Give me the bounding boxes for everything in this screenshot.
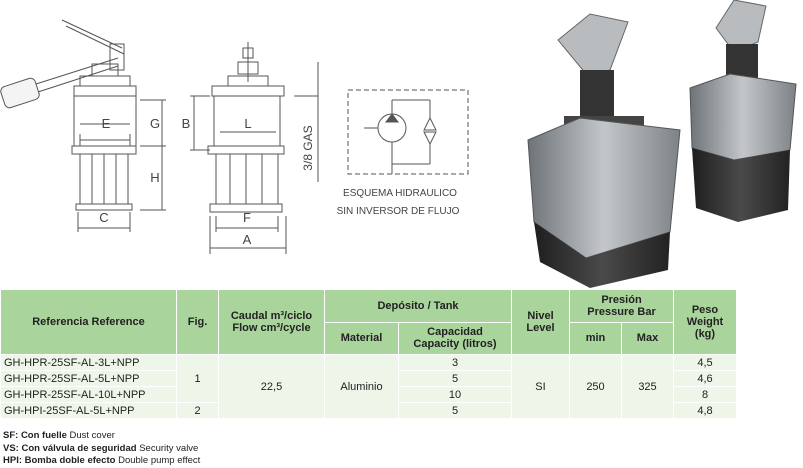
gas-label: 3/8 GAS	[301, 125, 315, 170]
header-capacidad-line1: Capacidad	[427, 326, 483, 339]
dim-label-h: H	[150, 170, 159, 185]
cell-fig: 1	[176, 354, 219, 403]
table-row: GH-HPR-25SF-AL-5L+NPP 5 4,6	[0, 370, 737, 387]
header-capacidad-line2: Capacity (litros)	[413, 338, 497, 351]
header-capacidad: Capacidad Capacity (litros)	[398, 321, 512, 355]
header-presion-line2: Pressure Bar	[587, 305, 656, 318]
hydraulic-schema-drawing	[347, 89, 469, 175]
footnote: VS: Con válvula de seguridad Security va…	[3, 443, 200, 456]
header-nivel-line2: Level	[526, 322, 555, 334]
cell-weight: 4,8	[673, 402, 737, 419]
footnote: HPI: Bomba doble efecto Double pump effe…	[3, 455, 200, 468]
header-peso-line1: Peso	[691, 304, 719, 316]
product-photos	[527, 0, 797, 288]
dim-label-a: A	[243, 232, 252, 247]
cell-reference: GH-HPR-25SF-AL-5L+NPP	[0, 370, 177, 387]
pump-front-view-drawing	[190, 42, 319, 254]
schema-title-line1: ESQUEMA HIDRAULICO	[343, 188, 457, 199]
pump-photo-large	[527, 13, 681, 288]
footnote-desc: Double pump effect	[115, 455, 201, 466]
table-row: GH-HPR-25SF-AL-10L+NPP 10 8	[0, 386, 737, 403]
cell-pressure-max: 325	[621, 354, 674, 419]
cell-weight: 4,6	[673, 370, 737, 387]
header-presion-line1: Presión	[601, 293, 642, 306]
footnote-abbr: VS: Con válvula de seguridad	[3, 442, 137, 454]
header-caudal-line2: Flow cm³/cycle	[232, 322, 311, 334]
schema-title-line2: SIN INVERSOR DE FLUJO	[337, 206, 460, 217]
cell-flow: 22,5	[218, 354, 325, 419]
spec-table: Referencia Reference Fig. Caudal m³/cicl…	[0, 289, 737, 419]
pump-photo-small	[689, 0, 797, 222]
dim-label-e: E	[102, 116, 111, 131]
header-nivel: Nivel Level	[511, 289, 570, 355]
cell-level: SI	[511, 354, 570, 419]
footnote: SF: Con fuelle Dust cover	[3, 430, 200, 443]
cell-capacity: 3	[398, 354, 512, 371]
footnote-abbr: HPI: Bomba doble efecto	[3, 455, 116, 466]
cell-capacity: 10	[398, 386, 512, 403]
footnote-desc: Dust cover	[66, 430, 115, 441]
header-caudal-line1: Caudal m³/ciclo	[230, 310, 313, 322]
dim-label-l: L	[244, 116, 251, 131]
cell-pressure-min: 250	[569, 354, 622, 419]
cell-fig: 2	[176, 402, 219, 419]
header-peso: Peso Weight (kg)	[673, 289, 737, 355]
header-presion: Presión Pressure Bar	[569, 289, 674, 323]
footnote-abbr: SF: Con fuelle	[3, 430, 67, 441]
cell-capacity: 5	[398, 370, 512, 387]
dim-label-c: C	[99, 210, 108, 225]
footnote-desc: Security valve	[136, 442, 199, 454]
header-min: min	[569, 321, 622, 355]
footnotes: SF: Con fuelle Dust cover VS: Con válvul…	[3, 430, 200, 468]
dim-label-g: G	[150, 116, 160, 131]
cell-reference: GH-HPR-25SF-AL-3L+NPP	[0, 354, 177, 371]
cell-reference: GH-HPR-25SF-AL-10L+NPP	[0, 386, 177, 403]
header-nivel-line1: Nivel	[527, 310, 554, 322]
header-caudal: Caudal m³/ciclo Flow cm³/cycle	[218, 289, 325, 355]
dim-label-b: B	[182, 116, 191, 131]
header-peso-line2: Weight	[686, 316, 724, 328]
header-fig: Fig.	[176, 289, 219, 355]
pump-side-view-drawing	[0, 19, 166, 232]
table-row: GH-HPI-25SF-AL-5L+NPP 2 5 4,8	[0, 402, 737, 419]
header-material: Material	[324, 321, 399, 355]
technical-drawings: E G B H C L F A 3/8 GAS ESQUEMA HIDRAULI…	[0, 19, 469, 254]
header-max: Max	[621, 321, 674, 355]
header-peso-line3: (kg)	[694, 328, 716, 340]
cell-material: Aluminio	[324, 354, 399, 419]
cell-capacity: 5	[398, 402, 512, 419]
cell-weight: 4,5	[673, 354, 737, 371]
dim-label-f: F	[243, 210, 251, 225]
cell-weight: 8	[673, 386, 737, 403]
header-deposito: Depósito / Tank	[324, 289, 512, 323]
cell-reference: GH-HPI-25SF-AL-5L+NPP	[0, 402, 177, 419]
table-row: GH-HPR-25SF-AL-3L+NPP 1 22,5 Aluminio 3 …	[0, 354, 737, 419]
header-referencia: Referencia Reference	[0, 289, 177, 355]
